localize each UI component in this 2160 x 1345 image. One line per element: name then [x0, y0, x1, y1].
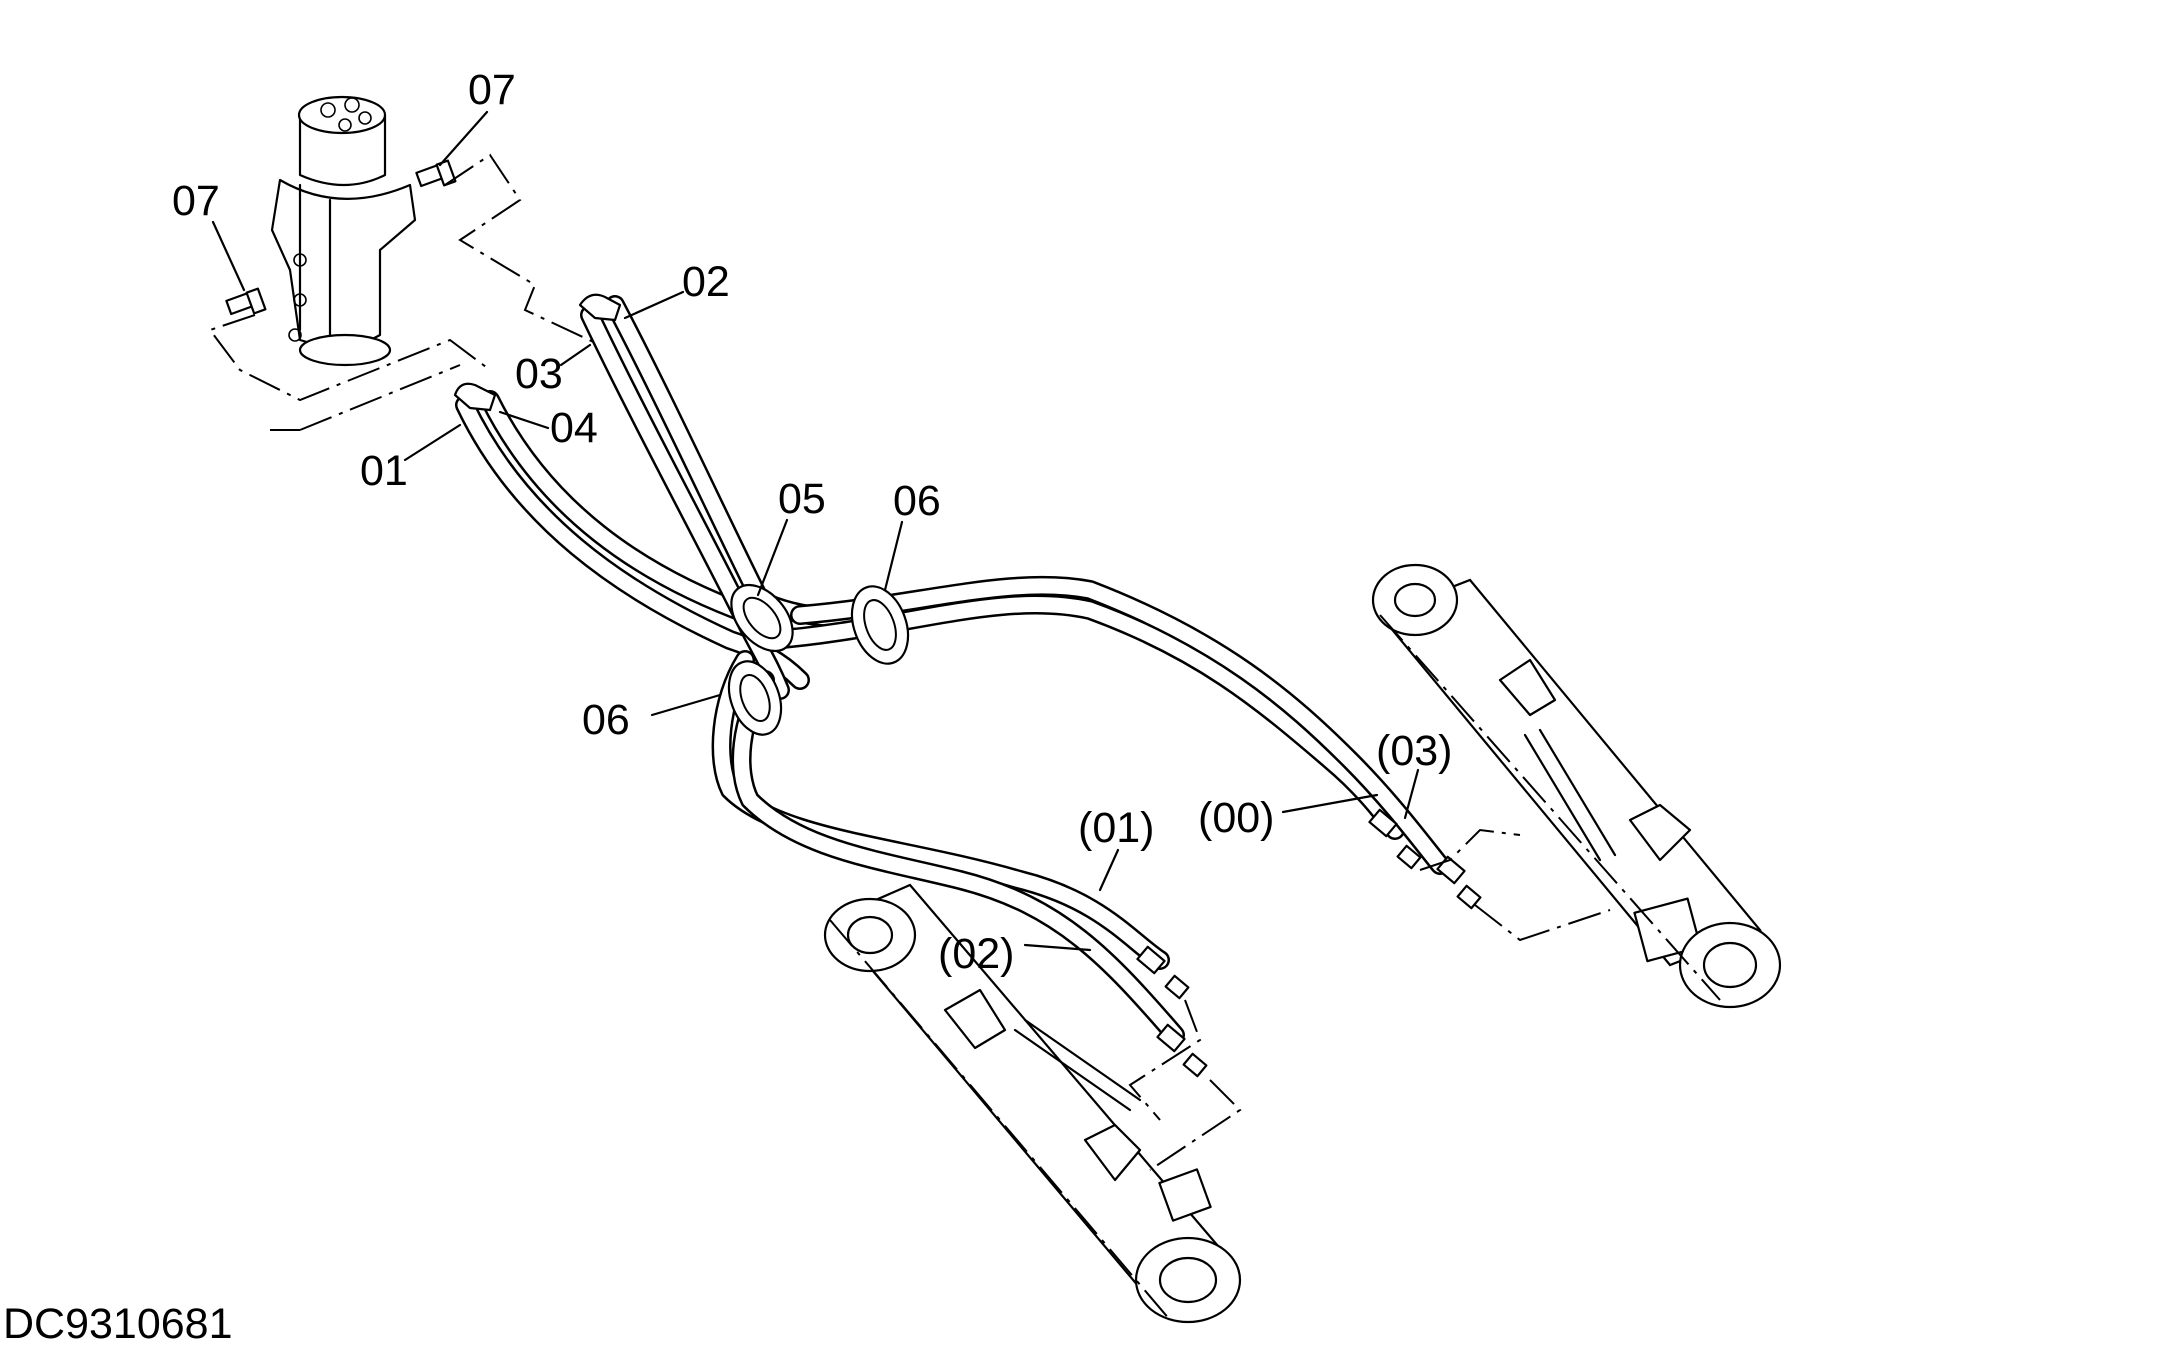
hose-bundle — [455, 295, 1450, 1045]
label-04: 04 — [550, 404, 598, 452]
label-02: 02 — [682, 258, 730, 306]
clamp-05 — [730, 583, 794, 653]
label-07-top: 07 — [468, 66, 516, 114]
label-02-paren: (02) — [938, 930, 1014, 978]
right-cylinder-fittings — [1368, 808, 1611, 942]
label-06-top: 06 — [893, 477, 941, 525]
clamp-06-lower — [727, 660, 783, 736]
label-01-paren: (01) — [1078, 804, 1154, 852]
label-03: 03 — [515, 350, 563, 398]
leader-lines-swivel — [208, 153, 601, 431]
label-05: 05 — [778, 475, 826, 523]
right-cylinder — [1371, 563, 1782, 1009]
label-03-paren: (03) — [1376, 727, 1452, 775]
swivel-joint — [270, 95, 417, 367]
left-cylinder — [823, 883, 1242, 1324]
fitting-07-left — [225, 287, 267, 316]
label-leaders — [211, 110, 1420, 952]
clamp-06-upper — [850, 585, 910, 665]
label-00-paren: (00) — [1198, 794, 1274, 842]
label-07-left: 07 — [172, 177, 220, 225]
drawing-number: DC9310681 — [3, 1300, 233, 1345]
left-cylinder-fittings — [1128, 945, 1242, 1171]
hose-fittings-swivel — [453, 293, 622, 412]
label-06-mid: 06 — [582, 696, 630, 744]
label-01: 01 — [360, 447, 408, 495]
